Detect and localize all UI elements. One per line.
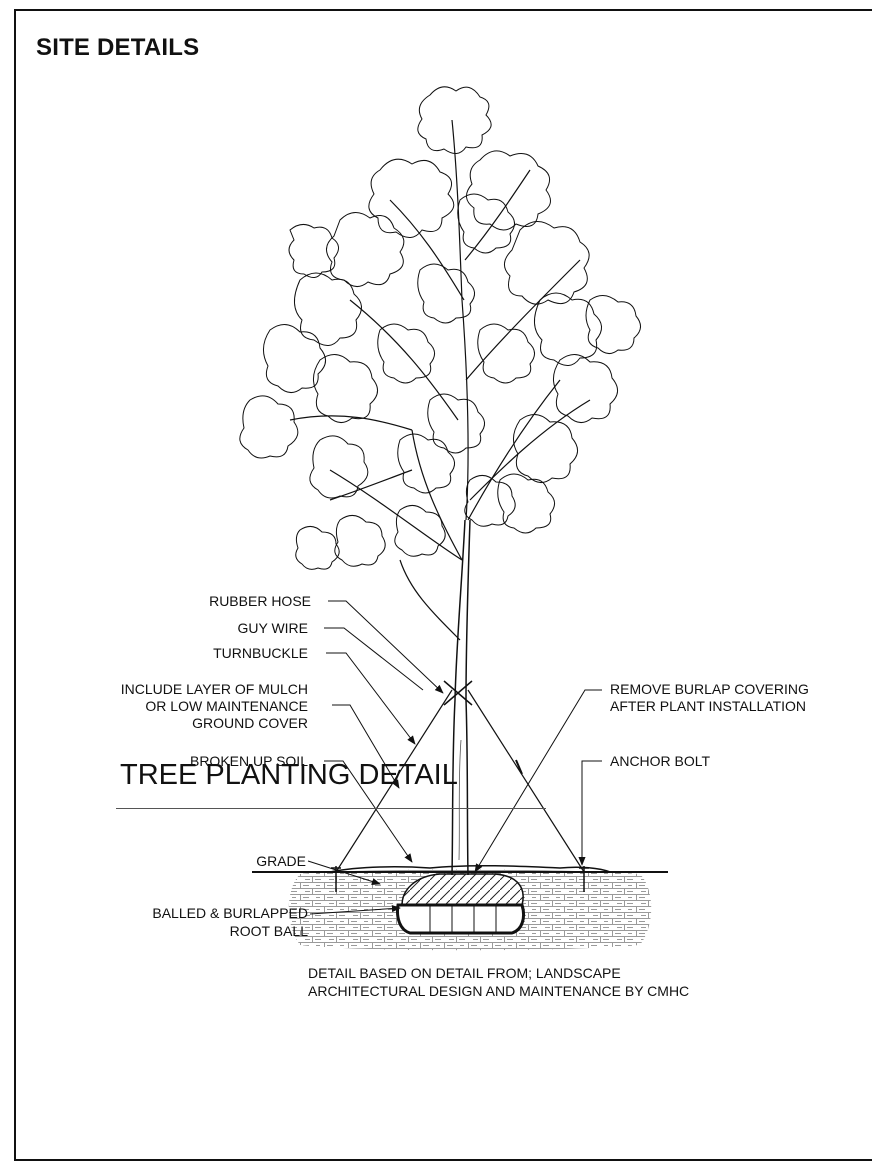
callout-labels: RUBBER HOSE GUY WIRE TURNBUCKLE INCLUDE …: [121, 593, 809, 999]
leader-lines: [307, 600, 602, 915]
label-grade: GRADE: [256, 853, 306, 869]
label-root-ball-2: ROOT BALL: [230, 923, 309, 939]
page-title: SITE DETAILS: [36, 34, 200, 61]
sheet-border-left: [14, 9, 16, 1161]
label-mulch-3: GROUND COVER: [192, 715, 308, 731]
label-rubber-hose: RUBBER HOSE: [209, 593, 311, 609]
detail-title-underline: [116, 808, 546, 809]
label-root-ball-1: BALLED & BURLAPPED: [152, 905, 308, 921]
root-ball: [396, 873, 526, 935]
label-burlap-2: AFTER PLANT INSTALLATION: [610, 698, 806, 714]
tree-canopy: [239, 86, 641, 570]
sheet-border-top: [14, 9, 872, 11]
label-mulch-2: OR LOW MAINTENANCE: [145, 698, 308, 714]
tree-trunk: [443, 519, 473, 876]
label-mulch-1: INCLUDE LAYER OF MULCH: [121, 681, 308, 697]
grade-line: [252, 864, 668, 873]
sheet-border-bottom: [14, 1159, 872, 1161]
label-guy-wire: GUY WIRE: [237, 620, 308, 636]
label-turnbuckle: TURNBUCKLE: [213, 645, 308, 661]
tree-branches: [289, 119, 591, 641]
label-burlap-1: REMOVE BURLAP COVERING: [610, 681, 809, 697]
source-note-2: ARCHITECTURAL DESIGN AND MAINTENANCE BY …: [308, 983, 689, 999]
source-note-1: DETAIL BASED ON DETAIL FROM; LANDSCAPE: [308, 965, 621, 981]
label-anchor-bolt: ANCHOR BOLT: [610, 753, 711, 769]
label-broken-soil: BROKEN UP SOIL: [190, 753, 308, 769]
detail-title: TREE PLANTING DETAIL: [120, 759, 458, 791]
